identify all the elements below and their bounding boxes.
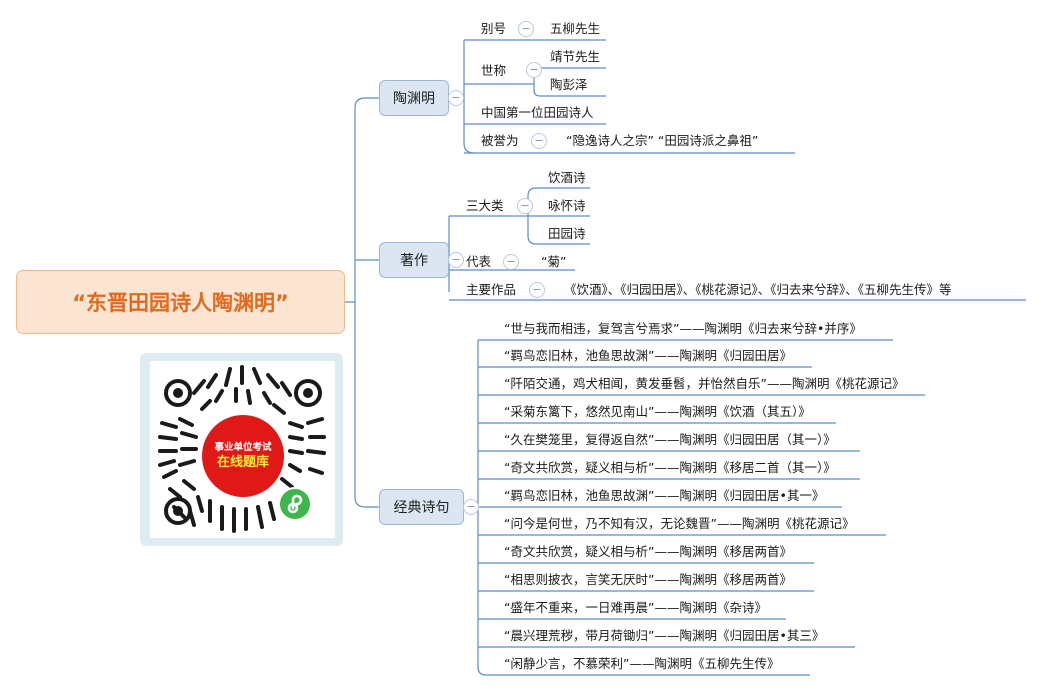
collapse-icon[interactable]: −: [526, 62, 542, 78]
quote-item[interactable]: “问今是何世，乃不知有汉，无论魏晋”——陶渊明《桃花源记》: [504, 516, 855, 531]
praised-value[interactable]: “隐逸诗人之宗” “田园诗派之鼻祖”: [566, 133, 759, 148]
collapse-icon[interactable]: −: [503, 254, 519, 270]
title-value-1[interactable]: 靖节先生: [550, 49, 601, 64]
quote-item[interactable]: “世与我而相违，复驾言兮焉求”——陶渊明《归去来兮辞•并序》: [504, 321, 862, 336]
quote-item[interactable]: “盛年不重来，一日难再晨”——陶渊明《杂诗》: [504, 600, 767, 615]
quote-item[interactable]: “晨兴理荒秽，带月荷锄归”——陶渊明《归园田居•其三》: [504, 628, 825, 643]
collapse-icon[interactable]: −: [517, 198, 533, 214]
badge-line-2: 在线题库: [216, 454, 269, 470]
qr-code-pattern: [158, 365, 326, 533]
branch-classic-quotes[interactable]: 经典诗句: [379, 489, 464, 525]
collapse-icon[interactable]: −: [448, 252, 464, 268]
collapse-icon[interactable]: −: [448, 90, 464, 106]
collapse-icon[interactable]: −: [529, 282, 545, 298]
collapse-icon[interactable]: −: [518, 21, 534, 37]
main-works-label[interactable]: 主要作品: [466, 282, 517, 297]
quote-item[interactable]: “相思则披衣，言笑无厌时”——陶渊明《移居两首》: [504, 572, 792, 587]
quote-item[interactable]: “采菊东篱下，悠然见南山”——陶渊明《饮酒（其五）》: [504, 404, 811, 419]
quote-item[interactable]: “羁鸟恋旧林，池鱼思故渊”——陶渊明《归园田居》: [504, 348, 792, 363]
quote-item[interactable]: “奇文共欣赏，疑义相与析”——陶渊明《移居二首（其一）》: [504, 460, 836, 475]
praised-label[interactable]: 被誉为: [481, 133, 519, 148]
quote-item[interactable]: “阡陌交通，鸡犬相闻，黄发垂髫，并怡然自乐”——陶渊明《桃花源记》: [504, 376, 905, 391]
quote-item[interactable]: “奇文共欣赏，疑义相与析”——陶渊明《移居两首》: [504, 544, 792, 559]
first-pastoral-poet[interactable]: 中国第一位田园诗人: [481, 105, 594, 120]
branch-works[interactable]: 著作: [379, 242, 449, 278]
quote-item[interactable]: “羁鸟恋旧林，池鱼思故渊”——陶渊明《归园田居•其一》: [504, 488, 825, 503]
root-topic[interactable]: “东晋田园诗人陶渊明”: [16, 270, 345, 334]
title-label[interactable]: 世称: [481, 63, 507, 78]
representative-label[interactable]: 代表: [466, 254, 492, 269]
category-drinking[interactable]: 饮酒诗: [548, 170, 586, 185]
quote-item[interactable]: “闲静少言，不慕荣利”——陶渊明《五柳先生传》: [504, 656, 780, 671]
qr-center-badge: 事业单位考试 在线题库: [202, 415, 284, 497]
category-reflection[interactable]: 咏怀诗: [548, 198, 586, 213]
quote-item[interactable]: “久在樊笼里，复得返自然”——陶渊明《归园田居（其一）》: [504, 432, 836, 447]
title-value-2[interactable]: 陶彭泽: [550, 77, 588, 92]
main-works-value[interactable]: 《饮酒》、《归园田居》、《桃花源记》、《归去来兮辞》、《五柳先生传》等: [564, 282, 952, 297]
alias-label[interactable]: 别号: [481, 21, 507, 36]
alias-value[interactable]: 五柳先生: [550, 21, 601, 36]
wechat-mini-program-icon: [278, 487, 312, 521]
three-categories-label[interactable]: 三大类: [466, 198, 504, 213]
representative-value[interactable]: “菊”: [541, 254, 567, 269]
branch-tao-yuanming[interactable]: 陶渊明: [379, 80, 449, 116]
badge-line-1: 事业单位考试: [214, 441, 272, 453]
collapse-icon[interactable]: −: [463, 499, 479, 515]
category-pastoral[interactable]: 田园诗: [548, 226, 586, 241]
collapse-icon[interactable]: −: [531, 133, 547, 149]
